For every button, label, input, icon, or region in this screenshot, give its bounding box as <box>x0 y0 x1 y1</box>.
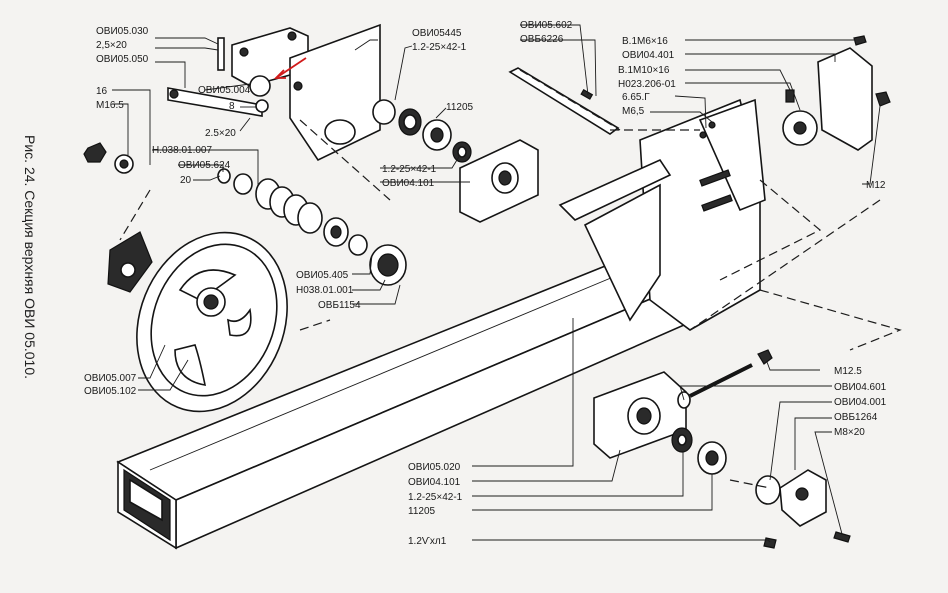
cam-piece <box>107 231 153 293</box>
label-ovi05-624: ОВИ05.624 <box>178 160 231 171</box>
label-ovi05-007: ОВИ05.007 <box>84 373 137 384</box>
label-ovi05-004: ОВИ05.004 <box>198 85 251 96</box>
part-labels: ОВИ05.030 2,5×20 ОВИ05.050 ОВИ05.004 8 2… <box>84 20 887 547</box>
lower-housing <box>593 371 727 475</box>
label-v1m10x16: В.1М10×16 <box>618 65 670 76</box>
end-cover <box>755 469 851 549</box>
label-m8x20: М8×20 <box>834 427 865 438</box>
pulley <box>136 231 288 413</box>
label-6-65g: 6.65.Г <box>622 92 650 103</box>
label-ovb1264: ОВБ1264 <box>834 412 878 423</box>
label-m12-5: М12.5 <box>834 366 862 377</box>
tension-bolt <box>677 349 773 409</box>
label-v1m6x16: В.1М6×16 <box>622 36 668 47</box>
label-ovi04-101-low: ОВИ04.101 <box>408 477 461 488</box>
label-ovi04-101-mid: ОВИ04.101 <box>382 178 435 189</box>
label-ovi05-102: ОВИ05.102 <box>84 386 137 397</box>
sprocket-assembly <box>782 35 891 151</box>
label-11205-low: 11205 <box>408 506 436 517</box>
label-ovi05-602: ОВИ05.602 <box>520 20 573 31</box>
label-ovi05-405: ОВИ05.405 <box>296 270 349 281</box>
label-washer-8: 8 <box>229 101 235 112</box>
assembly-lines <box>119 69 902 489</box>
label-v1-2: 1.2Ѵхл1 <box>408 536 447 547</box>
red-arrow-icon <box>273 57 307 79</box>
head-housing <box>558 98 766 331</box>
shaft <box>508 67 620 135</box>
label-h038-01-007: Н.038.01.007 <box>152 145 212 156</box>
label-pin-2-5x20-top: 2,5×20 <box>96 40 127 51</box>
nut-left <box>83 142 134 174</box>
label-pin-2-5x20-low: 2.5×20 <box>205 128 236 139</box>
label-ovi04-601: ОВИ04.601 <box>834 382 887 393</box>
spring-stack <box>217 168 407 286</box>
label-ovi05-020: ОВИ05.020 <box>408 462 461 473</box>
label-20: 20 <box>180 175 192 186</box>
label-m12: М12 <box>866 180 886 191</box>
label-ovi05-030: ОВИ05.030 <box>96 26 149 37</box>
label-ovi04-401: ОВИ04.401 <box>622 50 675 61</box>
label-bearing-mid: 1.2-25×42-1 <box>382 164 437 175</box>
label-h038-01-001: Н038.01.001 <box>296 285 354 296</box>
label-ovb1154: ОВБ1154 <box>318 300 361 311</box>
bearing-housing-top <box>459 139 539 223</box>
label-bearing-top: 1.2-25×42-1 <box>412 42 467 53</box>
leader-lines <box>112 24 881 543</box>
label-m16-5: М16.5 <box>96 100 124 111</box>
label-16: 16 <box>96 86 108 97</box>
label-ovi04-001: ОВИ04.001 <box>834 397 887 408</box>
label-m6-5: М6,5 <box>622 106 645 117</box>
beam <box>116 251 703 550</box>
side-plate <box>289 23 381 162</box>
label-bearing-low: 1.2-25×42-1 <box>408 492 463 503</box>
top-bracket <box>167 27 309 117</box>
label-ovi05445: ОВИ05445 <box>412 28 462 39</box>
bearing-group-top <box>372 99 472 163</box>
label-ovb6226: ОВБ6226 <box>520 34 564 45</box>
label-h023-206-01: Н023.206-01 <box>618 79 676 90</box>
label-11205-top: 11205 <box>446 102 474 113</box>
label-ovi05-050: ОВИ05.050 <box>96 54 149 65</box>
figure-caption: Рис. 24. Секция верхняя ОВИ 05.010. <box>22 135 38 379</box>
